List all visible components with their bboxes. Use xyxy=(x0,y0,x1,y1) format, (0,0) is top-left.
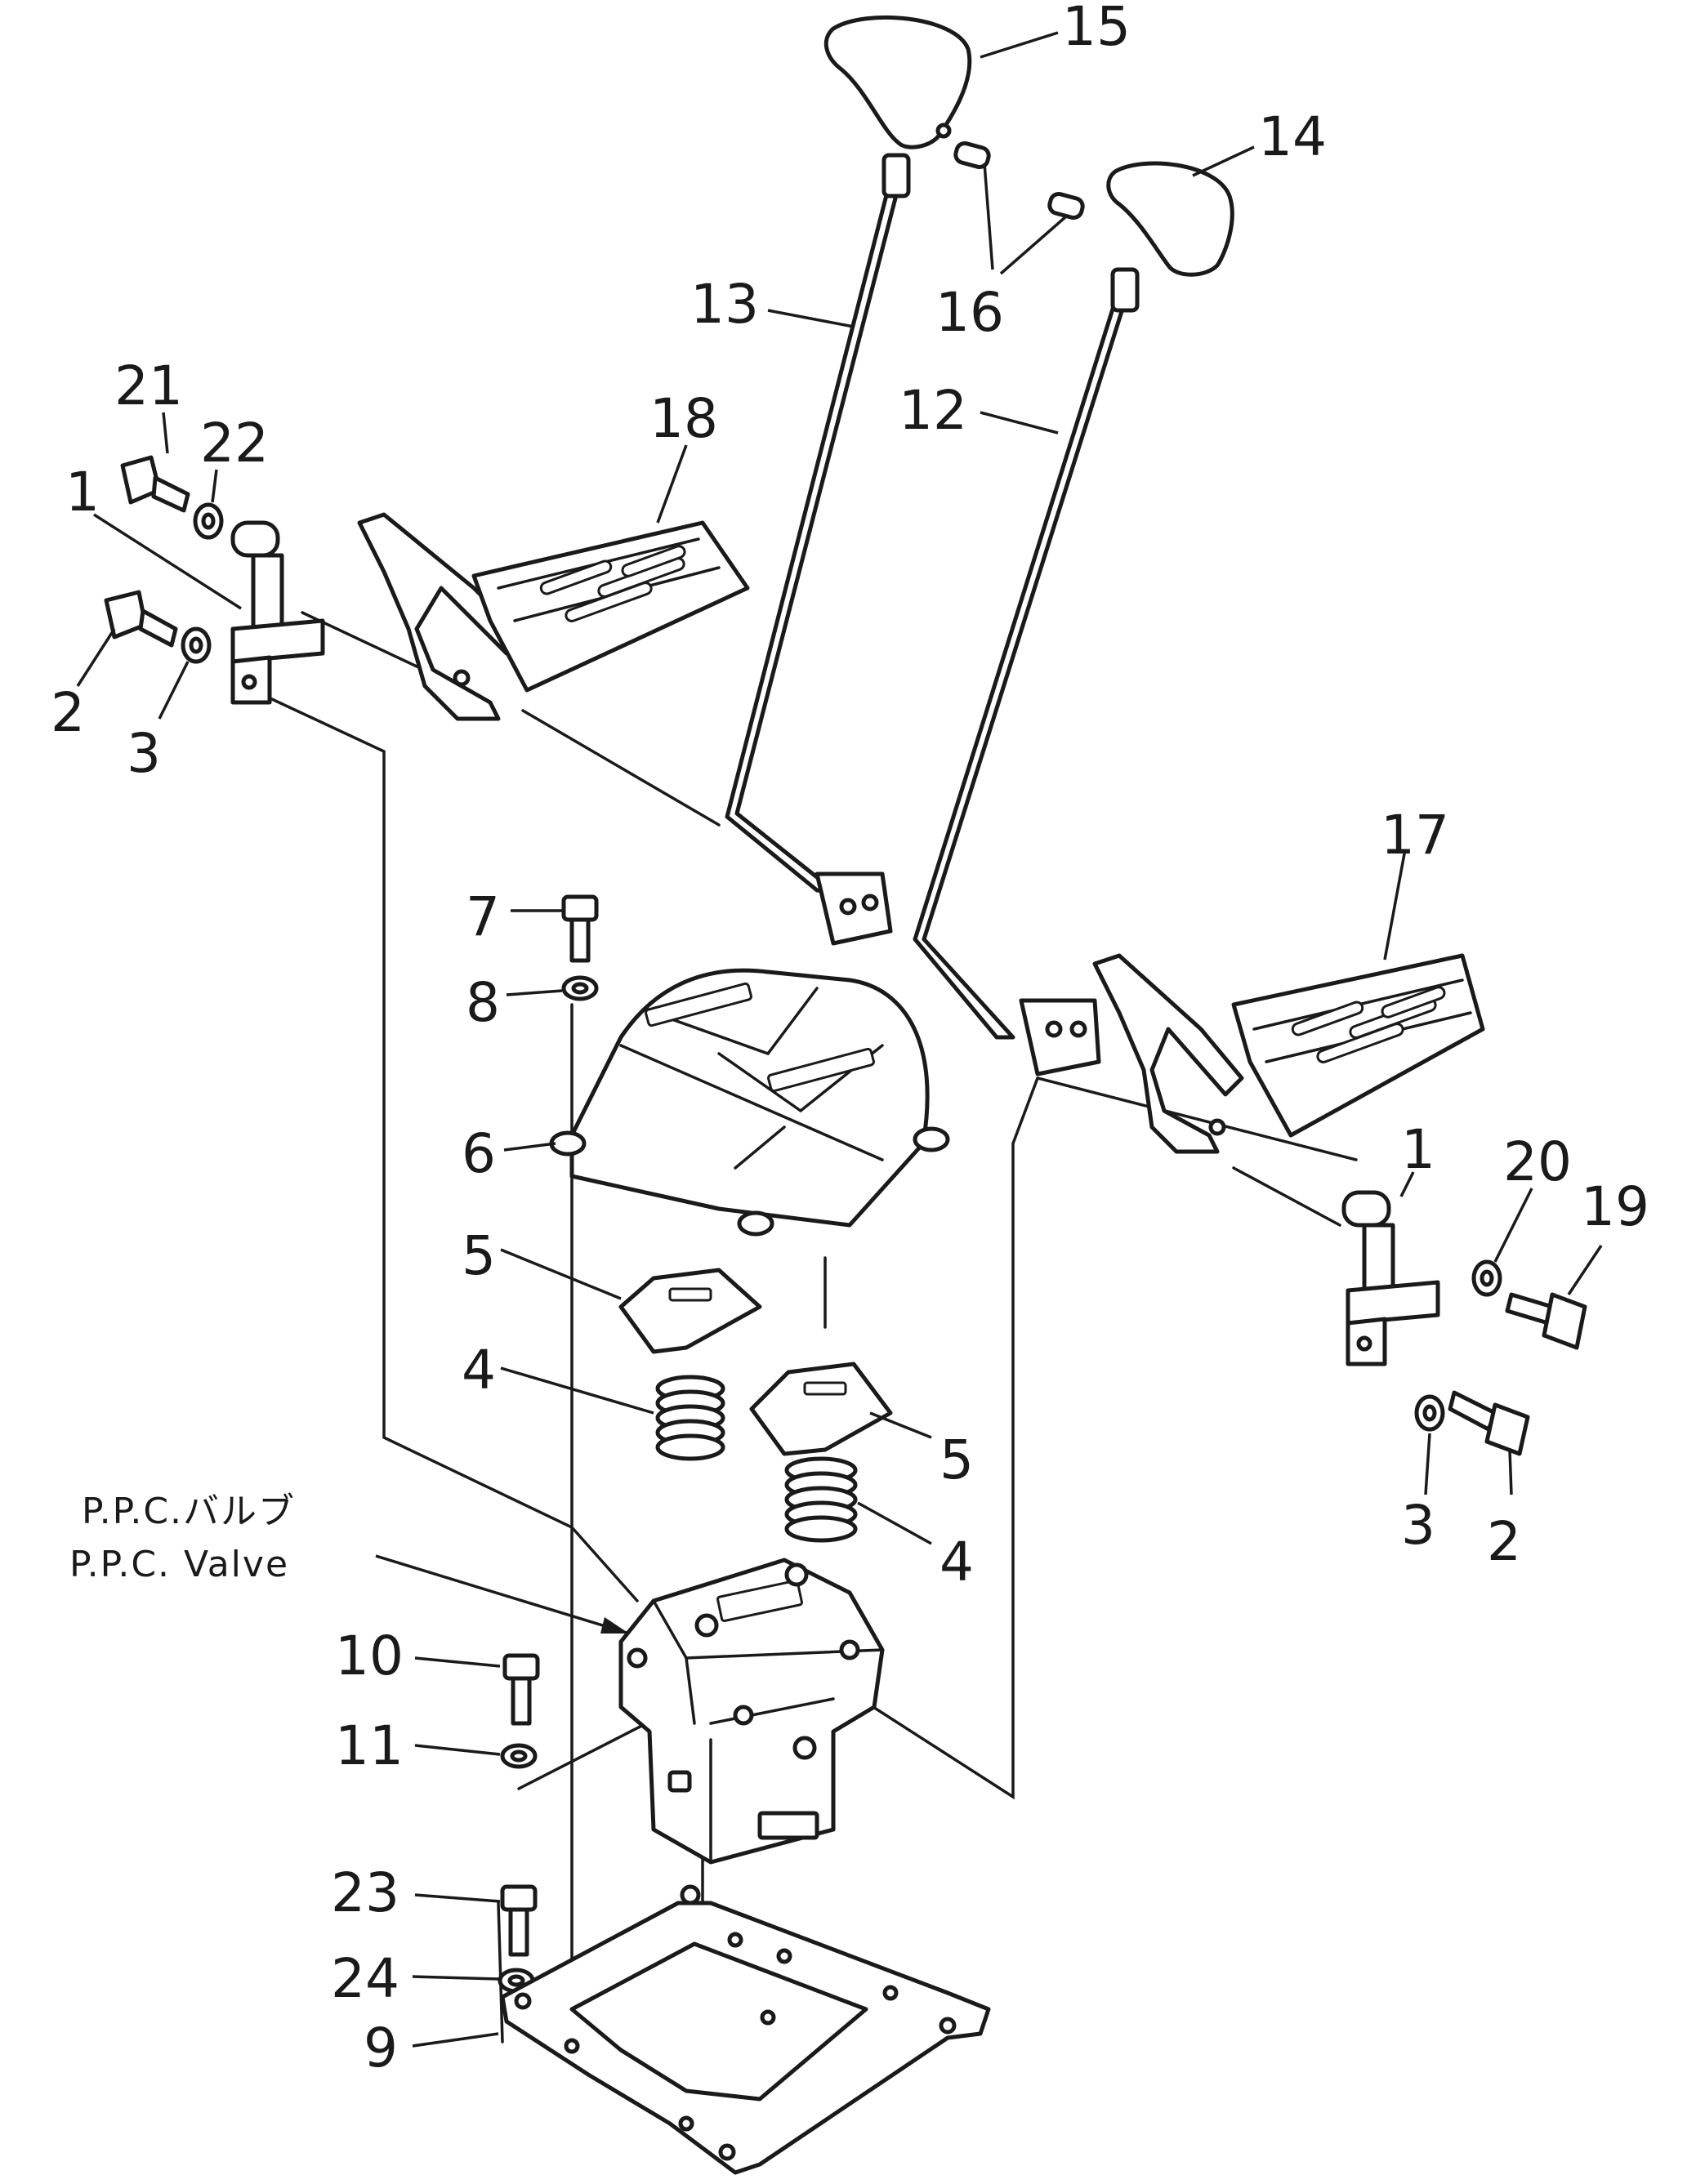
callout-22: 22 xyxy=(200,412,269,475)
callout-16: 16 xyxy=(935,281,1004,344)
callout-19: 19 xyxy=(1581,1175,1649,1238)
callout-13: 13 xyxy=(690,273,759,336)
callout-15: 15 xyxy=(1062,0,1131,58)
ppc-valve-label-jp: P.P.C.バルブ xyxy=(82,1491,296,1532)
spring-4-upper xyxy=(655,1375,725,1461)
callout-14: 14 xyxy=(1258,105,1327,168)
callout-12: 12 xyxy=(899,379,967,442)
lever-plate-12 xyxy=(1019,998,1101,1076)
bolt-10 xyxy=(502,1653,540,1726)
callout-1-right: 1 xyxy=(1401,1118,1435,1181)
bolt-2-left xyxy=(104,590,178,648)
lever-12 xyxy=(913,267,1140,1040)
callout-4-lower: 4 xyxy=(939,1531,974,1593)
callout-24: 24 xyxy=(331,1947,399,2010)
callout-1-left: 1 xyxy=(65,461,100,524)
callout-18: 18 xyxy=(649,387,718,450)
spring-4-lower xyxy=(784,1456,858,1543)
boot-5-upper xyxy=(618,1268,762,1354)
pedal-18 xyxy=(357,512,750,721)
callout-3-left: 3 xyxy=(127,722,161,785)
callout-5-lower: 5 xyxy=(939,1429,974,1491)
callout-numbers: 15 14 16 13 12 18 17 21 22 1 2 3 1 20 19… xyxy=(51,0,1649,2079)
pedal-17-slots xyxy=(1291,986,1446,1063)
callout-23: 23 xyxy=(331,1861,399,1924)
ppc-valve-label-en: P.P.C. Valve xyxy=(69,1544,289,1585)
bolt-21 xyxy=(120,455,190,513)
bolt-23 xyxy=(500,1884,538,1957)
pedal-18-slots xyxy=(539,545,686,622)
callout-8: 8 xyxy=(466,971,500,1034)
ppc-valve xyxy=(618,1558,885,1865)
bracket-1-right xyxy=(1341,1190,1440,1366)
knob-14 xyxy=(1106,161,1234,277)
callout-5-upper: 5 xyxy=(462,1224,496,1287)
callout-3-right: 3 xyxy=(1401,1494,1435,1557)
pedal-17 xyxy=(1092,953,1485,1154)
knob-15 xyxy=(823,15,972,149)
callout-4-upper: 4 xyxy=(462,1339,496,1402)
callout-20: 20 xyxy=(1503,1130,1572,1193)
callout-2-left: 2 xyxy=(51,681,85,744)
callout-11: 11 xyxy=(335,1714,404,1777)
bolt-19 xyxy=(1505,1292,1587,1350)
callout-6: 6 xyxy=(462,1122,496,1185)
washer-20 xyxy=(1471,1259,1502,1297)
bolt-2-right xyxy=(1448,1390,1530,1456)
leader-lines xyxy=(76,31,1603,2048)
bolt-7 xyxy=(561,894,599,963)
bracket-1-left xyxy=(230,520,325,705)
callout-9: 9 xyxy=(364,2017,398,2079)
pin-16-lower xyxy=(1047,191,1085,221)
lever-13 xyxy=(725,153,911,897)
callout-21: 21 xyxy=(114,354,183,417)
callout-10: 10 xyxy=(335,1625,404,1687)
pin-16-upper xyxy=(953,140,991,170)
lever-plate-13 xyxy=(815,871,893,946)
callout-7: 7 xyxy=(466,885,500,948)
boot-5-lower xyxy=(749,1362,893,1456)
callout-17: 17 xyxy=(1381,804,1449,867)
cover-6 xyxy=(549,968,950,1237)
washer-8 xyxy=(561,975,599,1001)
washer-11 xyxy=(500,1743,538,1769)
base-plate-9 xyxy=(500,1884,991,2175)
callout-2-right: 2 xyxy=(1487,1510,1521,1573)
washer-3-left xyxy=(181,626,212,664)
washer-3-right xyxy=(1414,1394,1445,1432)
washer-22 xyxy=(193,502,224,540)
